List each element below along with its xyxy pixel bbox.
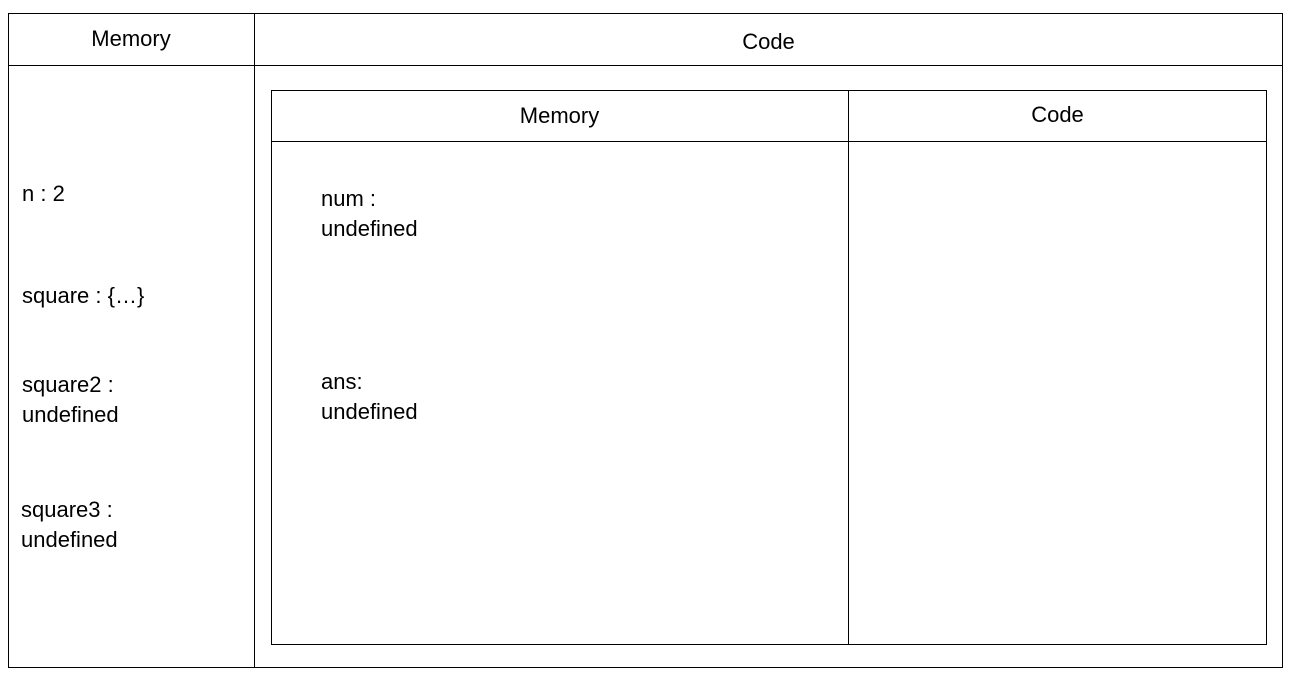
inner-memory-header: Memory [519, 103, 600, 128]
inner-memory-item-num: num : undefined [321, 184, 418, 244]
outer-memory-header: Memory [91, 26, 171, 51]
inner-code-header: Code [1031, 102, 1084, 127]
inner-header-divider [271, 141, 1267, 142]
outer-memory-item-text: square2 : [22, 372, 114, 397]
outer-memory-item-square2: square2 : undefined [22, 370, 119, 430]
inner-memory-item-value: undefined [321, 216, 418, 241]
inner-execution-context-table [271, 90, 1267, 645]
outer-memory-item-text: square3 : [21, 497, 113, 522]
outer-memory-item-square: square : {…} [22, 281, 144, 311]
outer-memory-item-value: undefined [21, 527, 118, 552]
inner-memory-item-text: num : [321, 186, 377, 211]
outer-memory-item-text: n : 2 [22, 181, 65, 206]
outer-memory-item-text: square : {…} [22, 283, 145, 308]
outer-memory-item-n: n : 2 [22, 179, 65, 209]
outer-memory-item-square3: square3 : undefined [21, 495, 118, 555]
inner-memory-item-value: undefined [321, 399, 418, 424]
inner-memory-item-ans: ans: undefined [321, 367, 418, 427]
inner-memory-item-text: ans: [321, 369, 363, 394]
outer-execution-context-table [8, 13, 1283, 668]
outer-memory-item-value: undefined [22, 402, 119, 427]
outer-header-divider [8, 65, 1283, 66]
outer-code-header: Code [742, 29, 795, 54]
outer-column-divider [254, 13, 255, 668]
inner-column-divider [848, 90, 849, 645]
